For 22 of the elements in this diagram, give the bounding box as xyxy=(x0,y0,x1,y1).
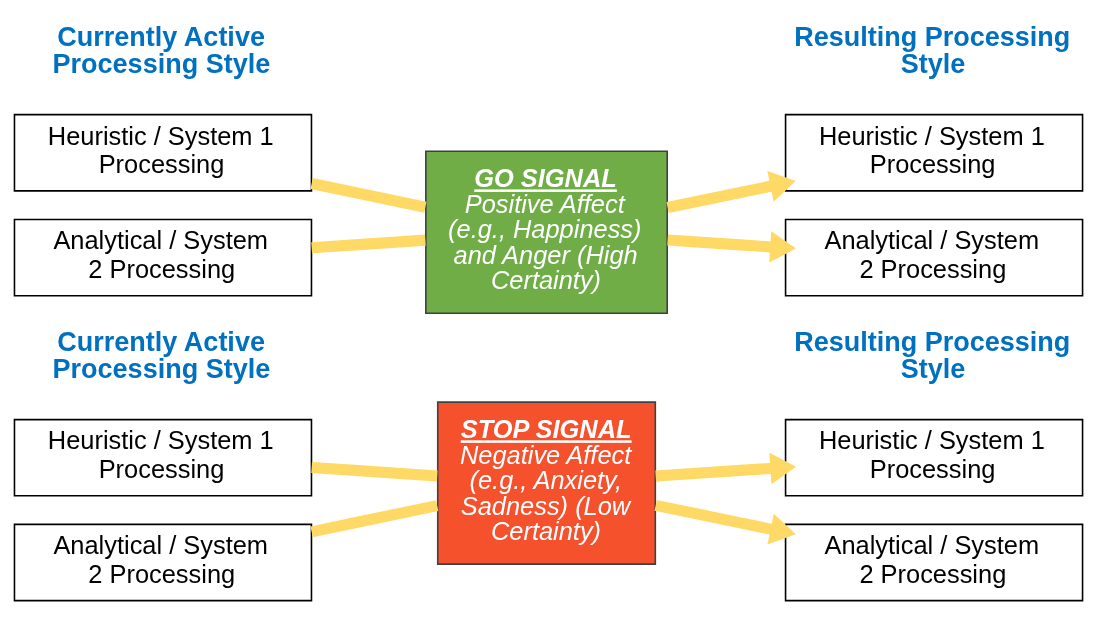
node-box: Heuristic / System 1 Processing xyxy=(784,418,1084,497)
arrow xyxy=(667,231,796,263)
connector xyxy=(310,178,427,213)
node-box: Analytical / System 2 Processing xyxy=(13,523,313,602)
label: Resulting Processing Style xyxy=(794,21,1071,79)
node-box: Heuristic / System 1 Processing xyxy=(13,113,313,192)
connector xyxy=(311,234,426,254)
label: Resulting Processing Style xyxy=(794,326,1071,384)
node-box: Analytical / System 2 Processing xyxy=(784,523,1084,602)
node-box: Analytical / System 2 Processing xyxy=(784,218,1084,297)
node-box: Analytical / System 2 Processing xyxy=(13,218,313,297)
arrow xyxy=(666,170,796,213)
node-box: STOP SIGNAL Negative Affect (e.g., Anxiety, Sadness) (Low Certainty) xyxy=(436,401,657,565)
connector xyxy=(311,462,438,482)
label: Currently Active Processing Style xyxy=(52,21,271,79)
arrow xyxy=(655,452,796,485)
label: Currently Active Processing Style xyxy=(52,326,271,384)
arrow xyxy=(654,499,796,545)
connector xyxy=(310,500,439,538)
node-box: GO SIGNAL Positive Affect (e.g., Happiness) and Anger (High Certainty) xyxy=(425,150,669,314)
node-box: Heuristic / System 1 Processing xyxy=(13,418,313,497)
node-box: Heuristic / System 1 Processing xyxy=(784,113,1084,192)
